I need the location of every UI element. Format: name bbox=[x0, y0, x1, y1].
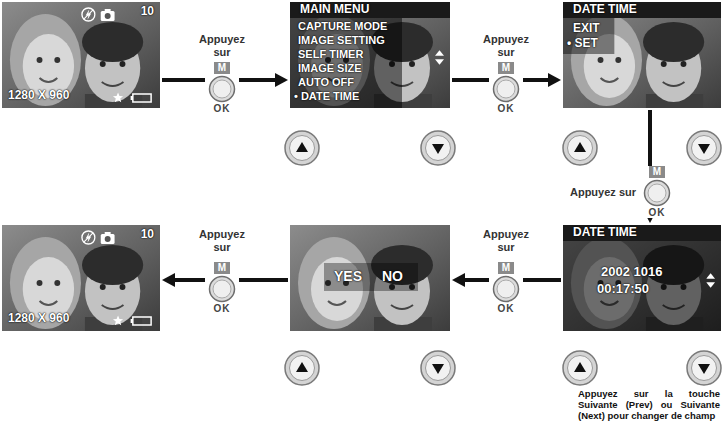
button-ring bbox=[645, 181, 670, 206]
button-caption: OK bbox=[640, 207, 674, 218]
camera-icon bbox=[101, 9, 115, 21]
button-letter: M bbox=[498, 262, 514, 274]
button-caption: OK bbox=[205, 303, 239, 314]
button-caption: OK bbox=[489, 303, 523, 314]
screen-shade bbox=[563, 225, 721, 331]
camera-screen: DATE TIME 2002 1016 00:17:50 bbox=[563, 225, 721, 331]
ok-button: M OK bbox=[489, 262, 523, 314]
up-button bbox=[285, 131, 319, 165]
button-face bbox=[213, 280, 231, 298]
arrow-head bbox=[162, 273, 175, 287]
press-caption: Appuyez sur bbox=[192, 33, 252, 59]
screen-text: DATE TIME bbox=[573, 3, 637, 17]
button-circle bbox=[643, 179, 671, 207]
screen-text: 00:17:50 bbox=[597, 282, 649, 297]
down-button bbox=[421, 131, 455, 165]
screen-shade bbox=[563, 225, 721, 241]
ok-button: M OK bbox=[489, 62, 523, 114]
photo-illustration bbox=[563, 2, 721, 108]
photo-illustration bbox=[2, 2, 160, 108]
battery-icon bbox=[130, 94, 151, 102]
screen-photo bbox=[563, 2, 721, 108]
photo-illustration bbox=[2, 225, 160, 331]
quality-star bbox=[113, 315, 123, 325]
screen-text: CAPTURE MODE bbox=[298, 20, 387, 33]
button-circle bbox=[492, 275, 520, 303]
press-caption: Appuyez sur bbox=[570, 186, 636, 199]
button-caption: OK bbox=[489, 103, 523, 114]
arrow-head bbox=[275, 73, 288, 87]
photo-illustration bbox=[290, 225, 450, 331]
press-caption: Appuyez sur bbox=[476, 228, 536, 254]
button-ring bbox=[210, 77, 235, 102]
press-caption: Appuyez sur bbox=[476, 33, 536, 59]
screen-shade bbox=[290, 2, 450, 18]
button-caption: OK bbox=[205, 103, 239, 114]
camera-screen: 10 1280 X 960 bbox=[2, 225, 160, 331]
photo-illustration bbox=[290, 2, 450, 108]
button-circle bbox=[208, 75, 236, 103]
quality-star bbox=[113, 92, 123, 102]
screen-text: DATE TIME bbox=[573, 226, 637, 240]
screen-photo bbox=[290, 225, 450, 331]
screen-text: MAIN MENU bbox=[300, 3, 369, 17]
screen-text: • SET bbox=[567, 37, 598, 51]
screen-text: 10 bbox=[141, 5, 154, 19]
arrow-head bbox=[548, 73, 561, 87]
screen-text: IMAGE SETTING bbox=[298, 34, 385, 47]
screen-text: • DATE TIME bbox=[294, 90, 359, 103]
screen-shade bbox=[324, 263, 418, 291]
updown-icon bbox=[435, 50, 444, 64]
down-button bbox=[687, 351, 721, 385]
photo-illustration bbox=[563, 225, 721, 331]
updown-icon bbox=[706, 273, 715, 287]
camera-screen: MAIN MENU CAPTURE MODEIMAGE SETTINGSELF T… bbox=[290, 2, 450, 108]
button-letter: M bbox=[649, 166, 665, 178]
button-face bbox=[213, 80, 231, 98]
button-ring bbox=[210, 277, 235, 302]
button-face bbox=[648, 184, 666, 202]
button-circle bbox=[492, 75, 520, 103]
ok-button: M OK bbox=[205, 62, 239, 114]
screen-text: EXIT bbox=[573, 22, 600, 36]
button-ring bbox=[494, 277, 519, 302]
button-circle bbox=[208, 275, 236, 303]
screen-text: 2002 1016 bbox=[601, 265, 662, 280]
button-letter: M bbox=[214, 62, 230, 74]
button-letter: M bbox=[498, 62, 514, 74]
screen-text: 10 bbox=[141, 228, 154, 242]
screen-text: NO bbox=[382, 268, 403, 284]
screen-text: AUTO OFF bbox=[298, 76, 354, 89]
up-button bbox=[285, 351, 319, 385]
arrow-head bbox=[452, 273, 465, 287]
battery-icon bbox=[130, 317, 151, 325]
ok-button: M OK bbox=[640, 166, 674, 218]
screen-shade bbox=[290, 18, 402, 108]
up-button bbox=[563, 351, 597, 385]
screen-text: YES bbox=[334, 268, 362, 284]
instruction-note: Appuyez sur la touche Suivante (Prev) ou… bbox=[578, 388, 720, 421]
camera-screen: YES NO bbox=[290, 225, 450, 331]
press-caption: Appuyez sur bbox=[192, 228, 252, 254]
button-ring bbox=[494, 77, 519, 102]
down-button bbox=[687, 131, 721, 165]
down-button bbox=[421, 351, 455, 385]
screen-shade bbox=[563, 18, 614, 54]
camera-screen: DATE TIME EXIT• SET bbox=[563, 2, 721, 108]
button-face bbox=[497, 280, 515, 298]
screen-text: 1280 X 960 bbox=[8, 312, 69, 326]
camera-screen: 10 1280 X 960 bbox=[2, 2, 160, 108]
button-letter: M bbox=[214, 262, 230, 274]
flash-icon bbox=[82, 231, 95, 244]
screen-text: SELF TIMER bbox=[298, 48, 363, 61]
screen-text: 1280 X 960 bbox=[8, 89, 69, 103]
flash-icon bbox=[82, 8, 95, 21]
screen-text: IMAGE SIZE bbox=[298, 62, 362, 75]
ok-button: M OK bbox=[205, 262, 239, 314]
up-button bbox=[563, 131, 597, 165]
screen-shade bbox=[563, 2, 721, 18]
button-face bbox=[497, 80, 515, 98]
camera-icon bbox=[101, 232, 115, 244]
